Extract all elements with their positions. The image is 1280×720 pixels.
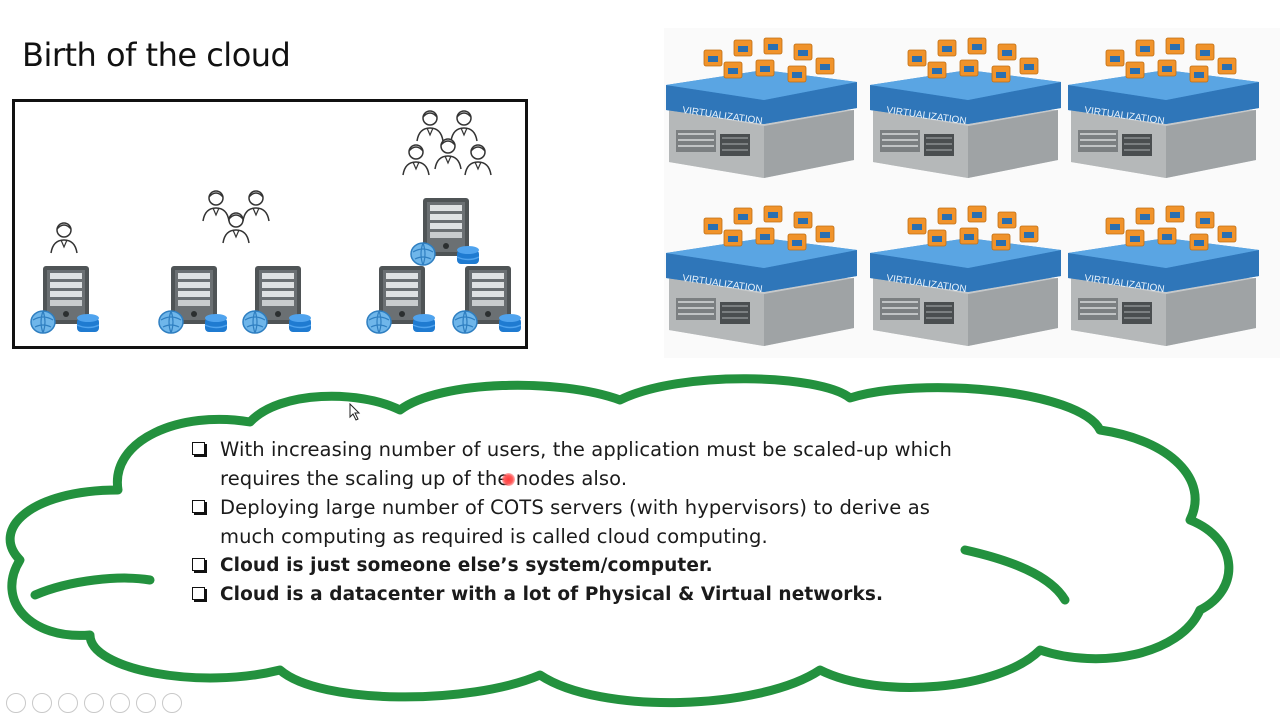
scaling-diagram xyxy=(12,99,528,349)
virtualization-server-icon xyxy=(1066,30,1261,190)
server-icon xyxy=(451,264,521,334)
subtitles-icon[interactable] xyxy=(136,693,156,713)
virtualization-server-icon xyxy=(868,198,1063,358)
bullet-text: Deploying large number of COTS servers (… xyxy=(220,496,931,548)
user-icon xyxy=(49,220,79,254)
virtualization-server-icon xyxy=(664,198,859,358)
server-icon xyxy=(409,196,479,266)
cloud-shape xyxy=(5,374,1234,708)
bullet-item: Cloud is a datacenter with a lot of Phys… xyxy=(190,580,970,609)
mouse-cursor-icon xyxy=(349,403,361,421)
more-icon[interactable] xyxy=(162,693,182,713)
user-icon xyxy=(433,136,463,170)
slide-title: Birth of the cloud xyxy=(22,36,291,74)
pen-icon[interactable] xyxy=(58,693,78,713)
checkbox-bullet-icon xyxy=(192,500,205,513)
slides-icon[interactable] xyxy=(84,693,104,713)
server-icon xyxy=(29,264,99,334)
virtualization-server-icon xyxy=(1066,198,1261,358)
server-icon xyxy=(365,264,435,334)
checkbox-bullet-icon xyxy=(192,442,205,455)
checkbox-bullet-icon xyxy=(192,587,205,600)
previous-icon[interactable] xyxy=(6,693,26,713)
user-icon xyxy=(401,142,431,176)
bullet-text: Cloud is a datacenter with a lot of Phys… xyxy=(220,584,884,605)
bullet-text: Cloud is just someone else’s system/comp… xyxy=(220,555,713,576)
virtualization-server-icon xyxy=(868,30,1063,190)
server-icon xyxy=(157,264,227,334)
user-icon xyxy=(463,142,493,176)
next-icon[interactable] xyxy=(32,693,52,713)
bullet-text: With increasing number of users, the app… xyxy=(220,438,952,490)
server-icon xyxy=(241,264,311,334)
user-icon xyxy=(221,210,251,244)
zoom-icon[interactable] xyxy=(110,693,130,713)
bullet-list: With increasing number of users, the app… xyxy=(190,435,970,609)
bullet-item: Cloud is just someone else’s system/comp… xyxy=(190,551,970,580)
virtualization-server-icon xyxy=(664,30,859,190)
bullet-item: With increasing number of users, the app… xyxy=(190,435,970,493)
checkbox-bullet-icon xyxy=(192,558,205,571)
virtualization-grid xyxy=(664,28,1280,358)
presentation-toolbar xyxy=(6,693,182,713)
bullet-item: Deploying large number of COTS servers (… xyxy=(190,493,970,551)
laser-pointer-icon xyxy=(502,473,515,486)
